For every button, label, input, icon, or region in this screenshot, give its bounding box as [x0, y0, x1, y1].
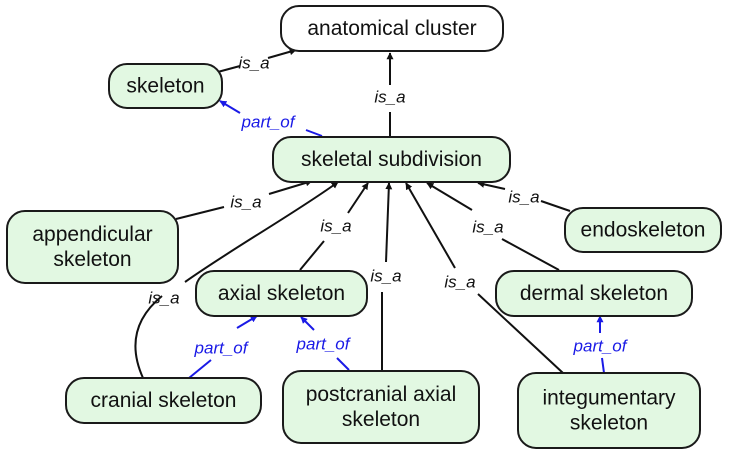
edge-label: part_of	[573, 337, 629, 356]
edge-is-a-integumentary-skeleton-to-skeletal-subdivision: is_a	[406, 183, 564, 374]
node-axial-skeleton[interactable]: axial skeleton	[195, 270, 368, 317]
edge-label: is_a	[148, 289, 179, 308]
node-box[interactable]	[495, 270, 693, 317]
edge-part-of-cranial-skeleton-to-axial-skeleton: part_of	[188, 316, 257, 379]
node-label: skeleton	[126, 75, 204, 98]
node-box[interactable]	[272, 136, 511, 183]
edge-label: is_a	[230, 193, 261, 212]
edge-label: part_of	[296, 335, 352, 354]
edge-is-a-dermal-skeleton-to-skeletal-subdivision: is_a	[427, 183, 560, 271]
edge-part-of-integumentary-skeleton-to-dermal-skeleton: part_of	[573, 316, 629, 374]
node-label: anatomical cluster	[307, 17, 476, 40]
node-box[interactable]	[65, 377, 262, 424]
node-label: integumentary	[542, 387, 676, 410]
edge-is-a-postcranial-axial-skeleton-to-skeletal-subdivision: is_a	[370, 183, 402, 371]
edge-label: part_of	[194, 339, 250, 358]
node-box[interactable]	[517, 372, 701, 449]
node-label: skeleton	[53, 248, 131, 271]
node-label: cranial skeleton	[91, 389, 237, 412]
node-label: dermal skeleton	[520, 282, 668, 305]
node-label: skeletal subdivision	[301, 148, 482, 171]
edge-part-of-postcranial-axial-skeleton-to-axial-skeleton: part_of	[296, 317, 352, 371]
edge-label: is_a	[370, 267, 401, 286]
node-box[interactable]	[6, 210, 179, 284]
edge-line	[427, 183, 560, 271]
edge-part-of-skeletal-subdivision-to-skeleton: part_of	[220, 101, 323, 137]
node-endoskeleton[interactable]: endoskeleton	[564, 207, 722, 253]
edge-line	[478, 183, 571, 212]
node-label: endoskeleton	[581, 219, 706, 242]
edge-label: is_a	[374, 88, 405, 107]
node-skeleton[interactable]: skeleton	[108, 63, 223, 109]
nodes-layer: anatomical cluster skeleton skeletal subdi…	[6, 5, 722, 449]
edge-is-a-axial-skeleton-to-skeletal-subdivision: is_a	[299, 183, 368, 271]
edge-is-a-skeletal-subdivision-to-anatomical-cluster: is_a	[374, 53, 406, 137]
node-anatomical-cluster[interactable]: anatomical cluster	[280, 5, 504, 52]
edge-line	[406, 183, 564, 374]
node-cranial-skeleton[interactable]: cranial skeleton	[65, 377, 262, 424]
edge-label: is_a	[320, 217, 351, 236]
node-box[interactable]	[282, 370, 480, 444]
node-label: skeleton	[342, 408, 420, 431]
edge-line	[299, 183, 368, 271]
edge-line	[220, 101, 323, 137]
node-dermal-skeleton[interactable]: dermal skeleton	[495, 270, 693, 317]
edge-label: is_a	[472, 218, 503, 237]
node-skeletal-subdivision[interactable]: skeletal subdivision	[272, 136, 511, 183]
edge-is-a-endoskeleton-to-skeletal-subdivision: is_a	[478, 183, 571, 212]
node-box[interactable]	[108, 63, 223, 109]
node-label: axial skeleton	[218, 282, 345, 305]
edge-is-a-skeleton-to-anatomical-cluster: is_a	[213, 50, 296, 74]
node-box[interactable]	[195, 270, 368, 317]
edge-line	[188, 316, 257, 379]
node-label: skeleton	[570, 412, 648, 435]
edge-line	[381, 183, 389, 371]
edge-label: is_a	[238, 54, 269, 73]
node-label: appendicular	[32, 223, 152, 246]
edge-is-a-cranial-skeleton-to-skeletal-subdivision: is_a	[134, 182, 338, 379]
node-box[interactable]	[280, 5, 504, 52]
edge-line	[175, 181, 312, 220]
edge-label: is_a	[444, 273, 475, 292]
edge-is-a-appendicular-skeleton-to-skeletal-subdivision: is_a	[175, 181, 312, 220]
edge-line	[134, 182, 338, 379]
edge-line	[600, 316, 604, 374]
node-label: postcranial axial	[306, 383, 457, 406]
edge-label: part_of	[241, 113, 297, 132]
edge-label: is_a	[508, 188, 539, 207]
edge-line	[301, 317, 350, 371]
node-box[interactable]	[564, 207, 722, 253]
